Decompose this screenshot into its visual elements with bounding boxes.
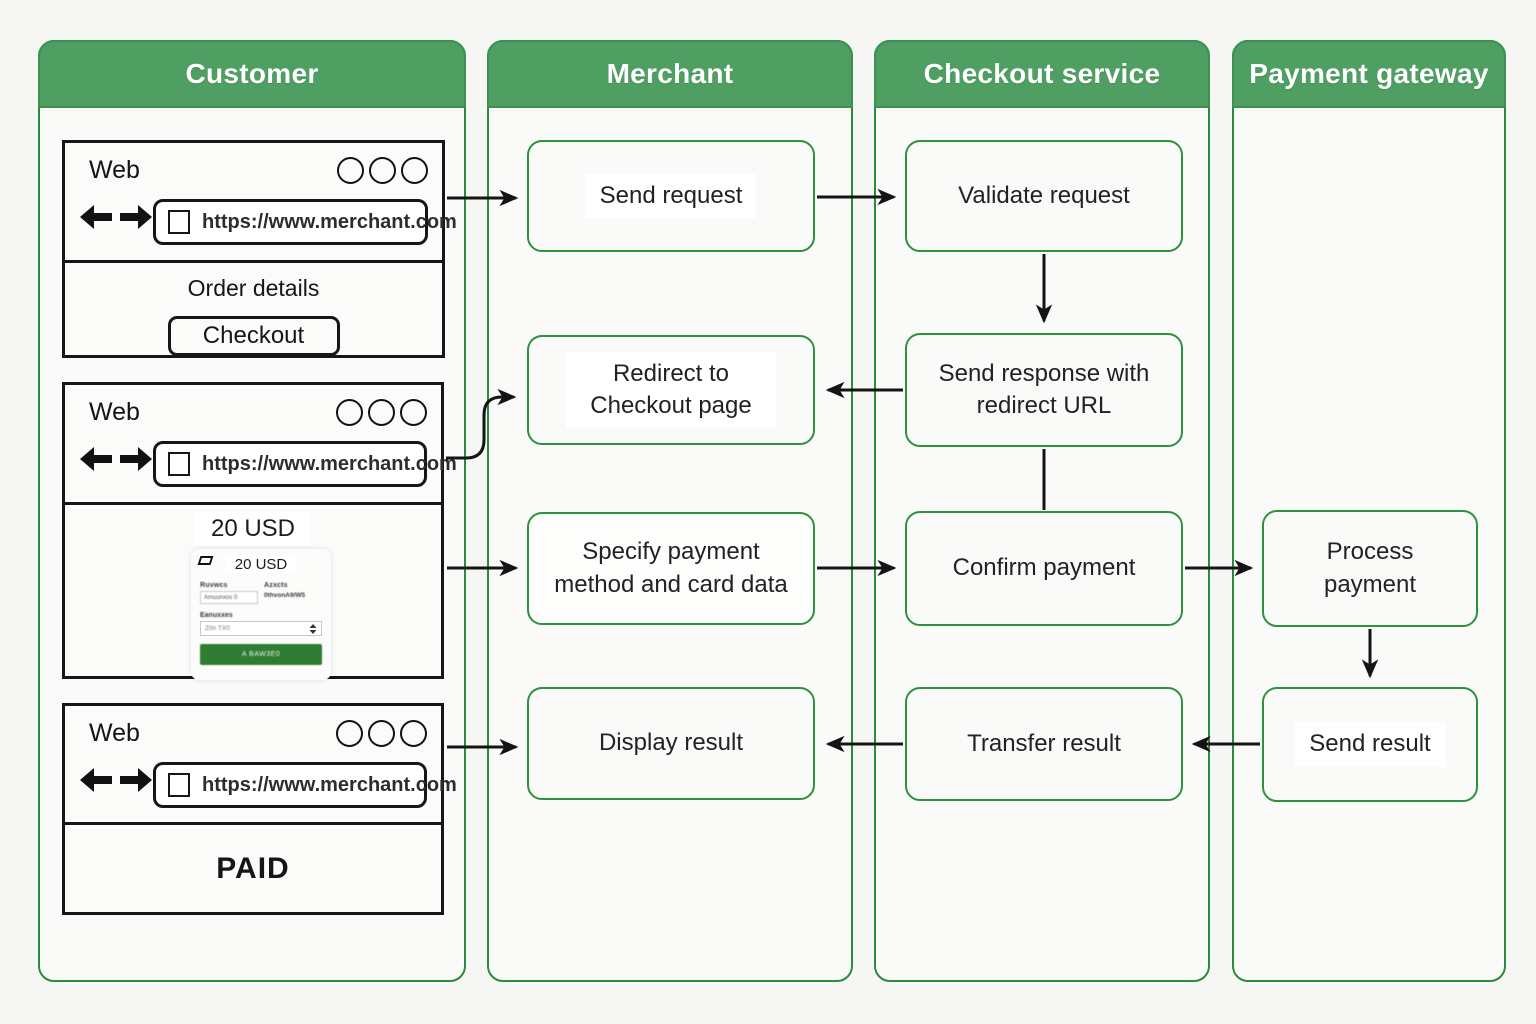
url-bar[interactable]: https://www.merchant.com — [153, 762, 457, 808]
flow-box-label: Redirect to Checkout page — [566, 351, 776, 429]
flow-box-label: Specify payment method and card data — [554, 538, 788, 598]
form-field2-label: Azxcts — [264, 582, 288, 589]
lane-header-merchant: Merchant — [487, 40, 853, 108]
flow-box-label: Display result — [598, 729, 744, 757]
url-checkbox-icon — [168, 452, 190, 476]
forward-arrow-icon[interactable] — [119, 766, 153, 794]
stepper-icon[interactable] — [309, 623, 317, 634]
browser-window-paid: Web https://www.merchant.com PAID — [62, 703, 457, 915]
back-arrow-icon[interactable] — [79, 445, 113, 473]
browser-window-order: Web https://www.merchant.com Order detai… — [62, 140, 457, 358]
lane-header-customer: Customer — [38, 40, 466, 108]
window-control-circle-icon[interactable] — [337, 157, 364, 184]
back-arrow-icon[interactable] — [79, 766, 113, 794]
flow-box-label: Validate request — [958, 181, 1130, 209]
form-field3-input[interactable]: Z0n TX0 — [200, 621, 322, 636]
flow-box-specify-payment: Specify payment method and card data — [527, 512, 815, 625]
browser2-title: Web — [89, 398, 140, 426]
flow-box-process-payment: Process payment — [1262, 510, 1478, 627]
browser3-header: Web https://www.merchant.com — [65, 706, 457, 825]
window-control-circle-icon[interactable] — [369, 157, 396, 184]
url-bar[interactable]: https://www.merchant.com — [153, 199, 457, 245]
form-field3-label: Eanuxxes — [200, 612, 233, 619]
window-control-circle-icon[interactable] — [400, 720, 427, 747]
flow-box-send-request: Send request — [527, 140, 815, 252]
card-icon — [197, 556, 214, 565]
window-control-circle-icon[interactable] — [400, 399, 427, 426]
flow-box-send-response: Send response with redirect URL — [905, 333, 1183, 447]
pay-button[interactable]: A BAW3E0 — [200, 644, 322, 665]
window-control-circle-icon[interactable] — [368, 720, 395, 747]
url-checkbox-icon — [168, 210, 190, 234]
paid-status-label: PAID — [216, 851, 290, 885]
flow-box-label: Transfer result — [967, 729, 1121, 757]
url-text: https://www.merchant.com — [202, 773, 457, 796]
flow-box-redirect-checkout: Redirect to Checkout page — [527, 335, 815, 445]
flow-box-label: Send response with redirect URL — [938, 359, 1150, 419]
flow-box-validate-request: Validate request — [905, 140, 1183, 252]
lane-header-payment-gateway: Payment gateway — [1232, 40, 1506, 108]
price-heading: 20 USD — [65, 512, 441, 545]
browser1-title: Web — [89, 156, 140, 184]
browser3-window-controls — [336, 720, 427, 747]
lane-title-payment-gateway: Payment gateway — [1249, 58, 1489, 89]
lane-title-merchant: Merchant — [606, 58, 734, 89]
window-control-circle-icon[interactable] — [368, 399, 395, 426]
url-text: https://www.merchant.com — [202, 210, 457, 233]
flow-box-transfer-result: Transfer result — [905, 687, 1183, 801]
payment-amount: 20 USD — [226, 556, 296, 573]
lane-title-checkout-service: Checkout service — [923, 58, 1161, 89]
form-field2-value: 0thvonA9/W5 — [264, 592, 306, 599]
browser1-header: Web https://www.merchant.com — [65, 143, 457, 263]
browser1-window-controls — [337, 157, 428, 184]
order-details-label: Order details — [187, 275, 320, 301]
url-checkbox-icon — [168, 773, 190, 797]
payment-form-card: 20 USD Ruvwcs Amuunxos 0 Azxcts 0thvonA9… — [191, 549, 331, 680]
url-text: https://www.merchant.com — [202, 452, 457, 475]
window-control-circle-icon[interactable] — [401, 157, 428, 184]
url-bar[interactable]: https://www.merchant.com — [153, 441, 457, 487]
flow-box-display-result: Display result — [527, 687, 815, 800]
form-field1-input[interactable]: Amuunxos 0 — [200, 591, 258, 604]
lane-title-customer: Customer — [185, 58, 319, 89]
flow-box-confirm-payment: Confirm payment — [905, 511, 1183, 626]
lane-header-checkout-service: Checkout service — [874, 40, 1210, 108]
flow-box-send-result: Send result — [1262, 687, 1478, 802]
browser2-header: Web https://www.merchant.com — [65, 385, 457, 505]
checkout-button[interactable]: Checkout — [167, 316, 340, 356]
back-arrow-icon[interactable] — [79, 203, 113, 231]
form-field1-label: Ruvwcs — [200, 582, 228, 589]
flow-box-label: Send request — [585, 173, 757, 219]
browser-window-payment: Web https://www.merchant.com 20 USD 20 U… — [62, 382, 457, 680]
window-control-circle-icon[interactable] — [336, 399, 363, 426]
forward-arrow-icon[interactable] — [119, 203, 153, 231]
flow-box-label: Confirm payment — [952, 554, 1136, 582]
flow-box-label: Send result — [1295, 722, 1445, 767]
flow-box-label: Process payment — [1323, 538, 1417, 598]
browser2-window-controls — [336, 399, 427, 426]
browser3-title: Web — [89, 719, 140, 747]
forward-arrow-icon[interactable] — [119, 445, 153, 473]
window-control-circle-icon[interactable] — [336, 720, 363, 747]
